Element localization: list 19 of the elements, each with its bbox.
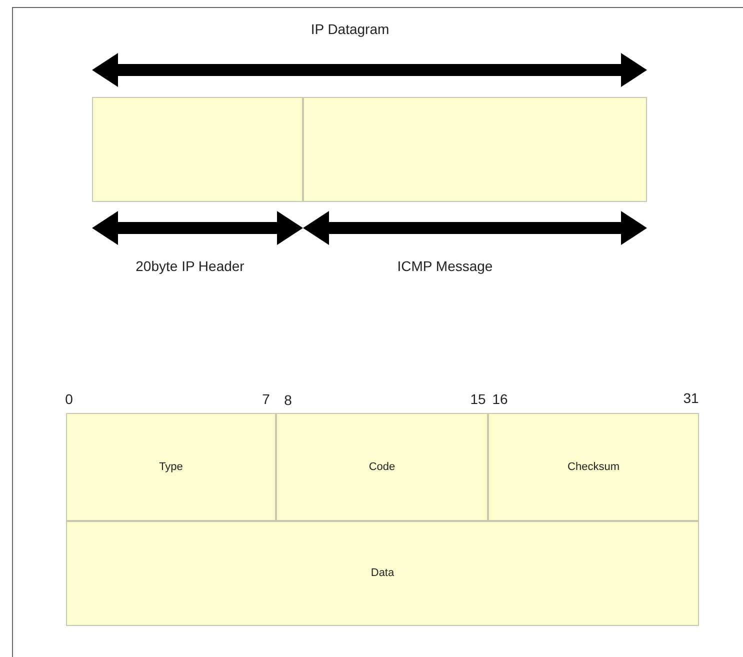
span-label: 20byte IP Header — [136, 257, 244, 276]
bit-number: 0 — [65, 390, 73, 409]
span-label: ICMP Message — [397, 257, 493, 276]
segment-box — [303, 97, 647, 202]
bit-number: 15 — [470, 390, 486, 409]
field-name: Checksum — [568, 460, 620, 475]
span-label: IP Datagram — [310, 20, 390, 39]
bit-number: 7 — [262, 390, 270, 409]
field-cell — [66, 521, 699, 626]
bit-number: 16 — [492, 390, 508, 409]
bit-number: 31 — [683, 389, 699, 408]
bit-number: 8 — [284, 391, 292, 410]
field-name: Data — [370, 566, 394, 582]
field-cell — [276, 413, 488, 521]
segment-box — [92, 97, 303, 202]
field-name: Type — [159, 460, 183, 475]
field-cell — [488, 413, 699, 521]
field-cell — [66, 413, 276, 521]
field-name: Code — [368, 460, 396, 475]
